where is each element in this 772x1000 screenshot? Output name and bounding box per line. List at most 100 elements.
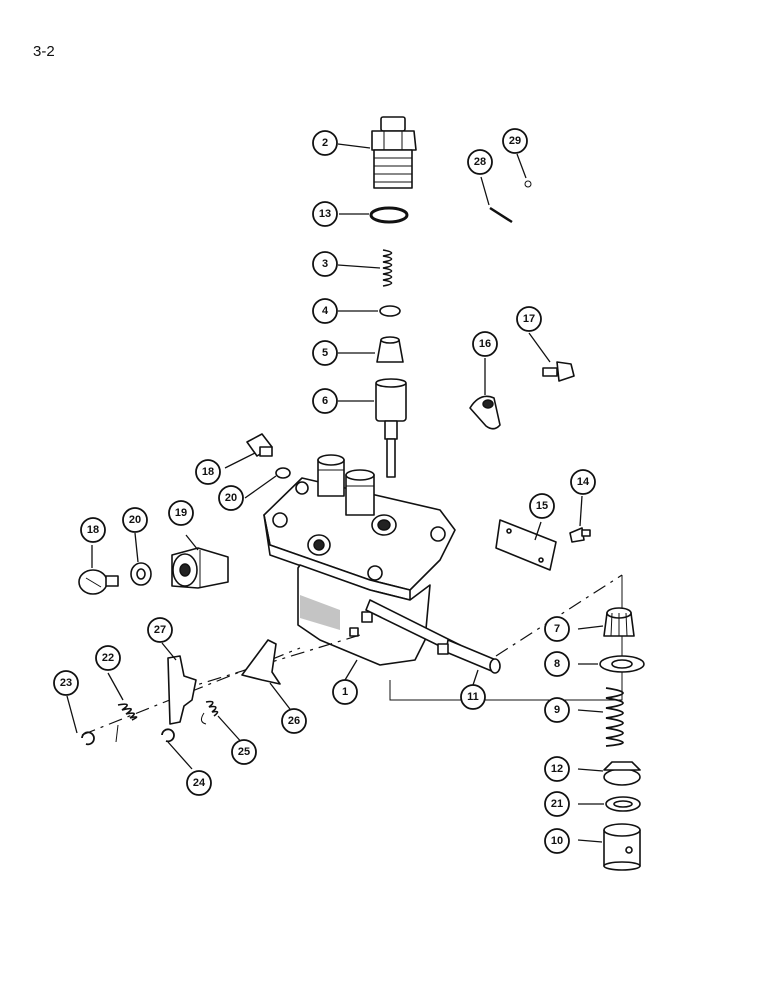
callout-10: 10 — [544, 828, 570, 854]
callout-label: 3 — [322, 258, 328, 270]
callout-circle — [312, 388, 338, 414]
callout-23: 23 — [53, 670, 79, 696]
callout-label: 7 — [554, 623, 560, 635]
callout-circle — [147, 617, 173, 643]
callout-circle — [312, 251, 338, 277]
callout-circle — [231, 739, 257, 765]
callout-11: 11 — [460, 684, 486, 710]
callout-29: 29 — [502, 128, 528, 154]
callout-circle — [544, 616, 570, 642]
callout-circle — [502, 128, 528, 154]
callout-4: 4 — [312, 298, 338, 324]
clip — [524, 180, 532, 188]
callout-circle — [281, 708, 307, 734]
bleeder-screw — [78, 569, 119, 595]
callout-label: 19 — [175, 507, 187, 519]
callout-circle — [312, 130, 338, 156]
callout-circle — [544, 828, 570, 854]
callout-label: 29 — [509, 135, 521, 147]
valve-plunger — [375, 378, 407, 478]
circlip — [81, 731, 95, 746]
control-rack-rod — [365, 599, 501, 674]
control-pinion — [603, 607, 635, 637]
callout-circle — [472, 331, 498, 357]
callout-label: 11 — [467, 691, 479, 703]
callout-label: 28 — [474, 156, 486, 168]
callout-circle — [195, 459, 221, 485]
callout-13: 13 — [312, 201, 338, 227]
callout-label: 13 — [319, 208, 331, 220]
callout-label: 10 — [551, 835, 563, 847]
callout-circle — [544, 697, 570, 723]
spring-upper-seat — [599, 655, 645, 673]
pump-body — [263, 454, 456, 666]
callout-label: 23 — [60, 677, 72, 689]
callout-label: 18 — [87, 524, 99, 536]
callout-3: 3 — [312, 251, 338, 277]
callout-circle — [544, 756, 570, 782]
callout-label: 22 — [102, 652, 114, 664]
o-ring — [369, 206, 409, 224]
banjo-fitting — [171, 547, 229, 589]
callout-circle — [516, 306, 542, 332]
callout-16: 16 — [472, 331, 498, 357]
callout-circle — [467, 149, 493, 175]
callout-label: 8 — [554, 658, 560, 670]
callout-6: 6 — [312, 388, 338, 414]
small-spring — [205, 700, 219, 717]
callout-label: 9 — [554, 704, 560, 716]
callout-circle — [312, 298, 338, 324]
callout-label: 20 — [225, 492, 237, 504]
callout-label: 24 — [193, 777, 206, 789]
callout-circle — [544, 791, 570, 817]
callout-label: 5 — [322, 347, 328, 359]
callout-2: 2 — [312, 130, 338, 156]
plate-screw — [569, 527, 591, 543]
tappet — [603, 823, 641, 871]
delivery-valve-holder — [371, 116, 417, 189]
callout-circle — [312, 340, 338, 366]
callout-22: 22 — [95, 645, 121, 671]
governor-lever — [241, 639, 281, 685]
callout-circle — [53, 670, 79, 696]
callout-label: 20 — [129, 514, 141, 526]
callout-20: 20 — [218, 485, 244, 511]
governor-spring — [117, 703, 138, 721]
valve-spring — [382, 249, 393, 287]
governor-bracket — [167, 655, 197, 725]
callout-circle — [186, 770, 212, 796]
gasket-upper — [275, 467, 291, 479]
callout-26: 26 — [281, 708, 307, 734]
callout-circle — [122, 507, 148, 533]
callout-14: 14 — [570, 469, 596, 495]
callout-label: 17 — [523, 313, 535, 325]
callout-label: 14 — [577, 476, 590, 488]
sealing-washer — [130, 562, 152, 586]
callout-label: 18 — [202, 466, 214, 478]
valve-washer — [379, 305, 401, 317]
callout-label: 15 — [536, 500, 548, 512]
callout-18: 18 — [195, 459, 221, 485]
callout-circle — [168, 500, 194, 526]
callout-24: 24 — [186, 770, 212, 796]
callout-17: 17 — [516, 306, 542, 332]
callout-label: 27 — [154, 624, 166, 636]
callout-circle — [529, 493, 555, 519]
callout-8: 8 — [544, 651, 570, 677]
callout-12: 12 — [544, 756, 570, 782]
callout-27: 27 — [147, 617, 173, 643]
callout-circle — [80, 517, 106, 543]
callout-28: 28 — [467, 149, 493, 175]
circlip-small — [161, 728, 175, 743]
callout-circle — [570, 469, 596, 495]
callout-18: 18 — [80, 517, 106, 543]
callout-circle — [332, 679, 358, 705]
callout-19: 19 — [168, 500, 194, 526]
callout-circle — [218, 485, 244, 511]
adjusting-shim — [605, 796, 641, 812]
banjo-bolt — [542, 361, 575, 382]
callout-9: 9 — [544, 697, 570, 723]
cover-plate — [495, 519, 557, 571]
callout-circle — [460, 684, 486, 710]
